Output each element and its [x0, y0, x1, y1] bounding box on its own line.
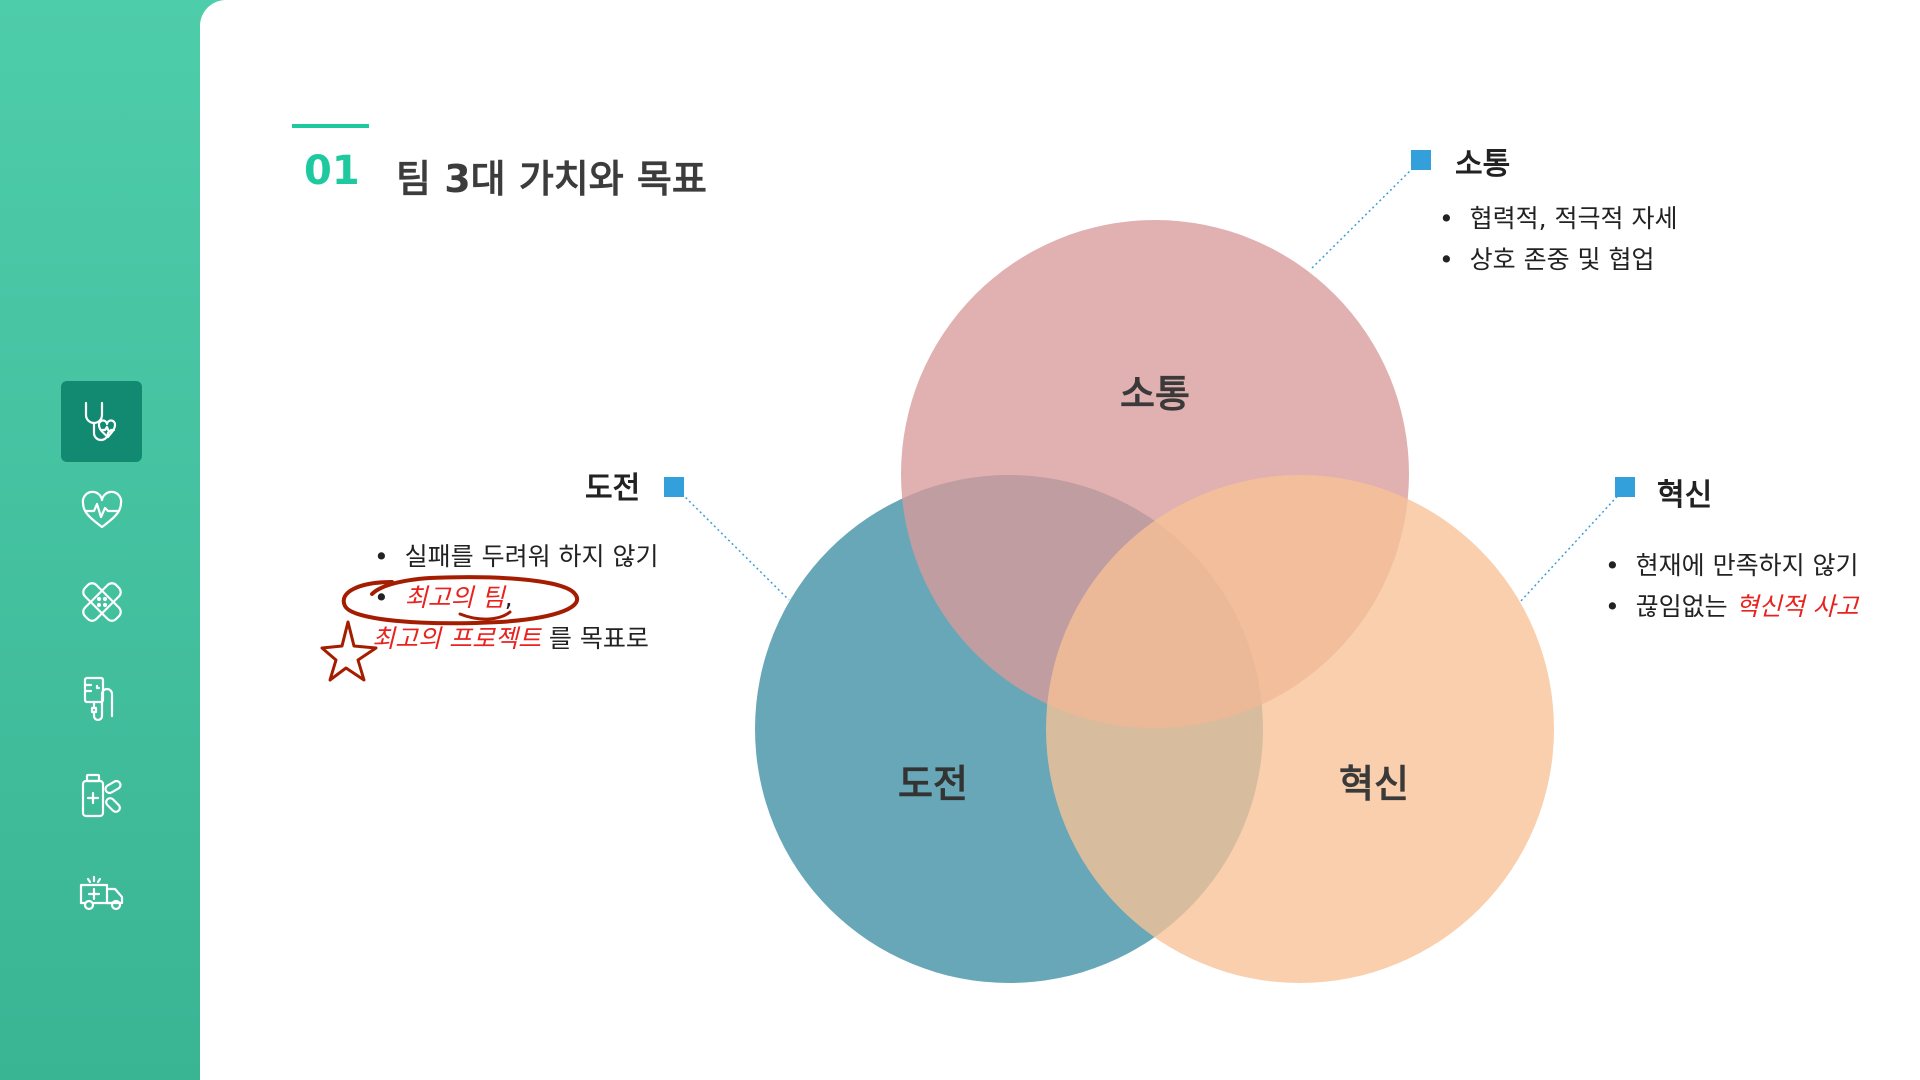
section-number: 01: [304, 148, 360, 194]
venn-label-soutong: 소통: [1120, 372, 1190, 416]
dojeon-title: 도전: [585, 471, 641, 506]
hyeoksin-bullets: • 현재에 만족하지 않기 • 끊임없는 혁신적 사고: [1605, 545, 1859, 627]
nav-item-medicine[interactable]: [61, 755, 142, 836]
ambulance-icon: [79, 875, 123, 910]
dojeon-marker: [664, 477, 684, 497]
soutong-marker: [1411, 150, 1431, 170]
venn-label-hyeoksin: 혁신: [1339, 762, 1409, 806]
hyeoksin-connector-line: [1519, 488, 1625, 603]
list-item: 최고의 프로젝트 를 목표로: [372, 618, 658, 659]
nav-item-stethoscope[interactable]: [61, 381, 142, 462]
dojeon-line3-rest: 를 목표로: [548, 624, 649, 653]
dojeon-comma: ,: [504, 583, 513, 612]
soutong-connector-line: [1309, 160, 1421, 271]
page-title: 팀 3대 가치와 목표: [396, 157, 707, 201]
medicine-pills-icon: [81, 773, 122, 817]
dojeon-bullets: • 실패를 두려워 하지 않기 • 최고의 팀, 최고의 프로젝트 를 목표로: [372, 536, 659, 659]
bandage-icon: [81, 581, 122, 622]
hyeoksin-marker: [1615, 477, 1635, 497]
soutong-title: 소통: [1455, 147, 1511, 182]
sidebar: [0, 0, 200, 1080]
dojeon-bullet-1: 실패를 두려워 하지 않기: [404, 542, 659, 571]
hyeoksin-highlight-innovation: 혁신적 사고: [1735, 592, 1859, 621]
list-item: • 최고의 팀,: [374, 583, 513, 612]
nav-item-bandage[interactable]: [61, 561, 142, 642]
heartbeat-icon: [81, 490, 122, 528]
dojeon-highlight-best-project: 최고의 프로젝트: [372, 624, 541, 653]
list-item: • 끊임없는 혁신적 사고: [1605, 592, 1859, 621]
soutong-bullets: • 협력적, 적극적 자세 • 상호 존중 및 협업: [1439, 198, 1677, 280]
venn-label-dojeon: 도전: [898, 762, 968, 806]
list-item: • 실패를 두려워 하지 않기: [374, 542, 659, 571]
iv-drip-icon: [83, 676, 113, 721]
hyeoksin-bullet-1: 현재에 만족하지 않기: [1635, 551, 1859, 580]
soutong-bullet-2: 상호 존중 및 협업: [1469, 245, 1655, 274]
list-item: • 협력적, 적극적 자세: [1439, 204, 1678, 233]
nav-item-iv-drip[interactable]: [61, 657, 142, 738]
list-item: • 현재에 만족하지 않기: [1605, 551, 1859, 580]
dojeon-highlight-best-team: 최고의 팀: [404, 583, 505, 612]
hyeoksin-title: 혁신: [1657, 478, 1713, 513]
dojeon-connector-line: [674, 486, 790, 601]
nav-item-heartbeat[interactable]: [61, 469, 142, 550]
heading-accent-line: [292, 124, 369, 128]
soutong-bullet-1: 협력적, 적극적 자세: [1469, 204, 1678, 233]
stethoscope-heart-icon: [84, 401, 116, 441]
hyeoksin-bullet-2-plain: 끊임없는: [1635, 592, 1728, 621]
list-item: • 상호 존중 및 협업: [1439, 245, 1655, 274]
nav-item-ambulance[interactable]: [61, 851, 142, 932]
hyeoksin-circle: [1046, 475, 1554, 983]
